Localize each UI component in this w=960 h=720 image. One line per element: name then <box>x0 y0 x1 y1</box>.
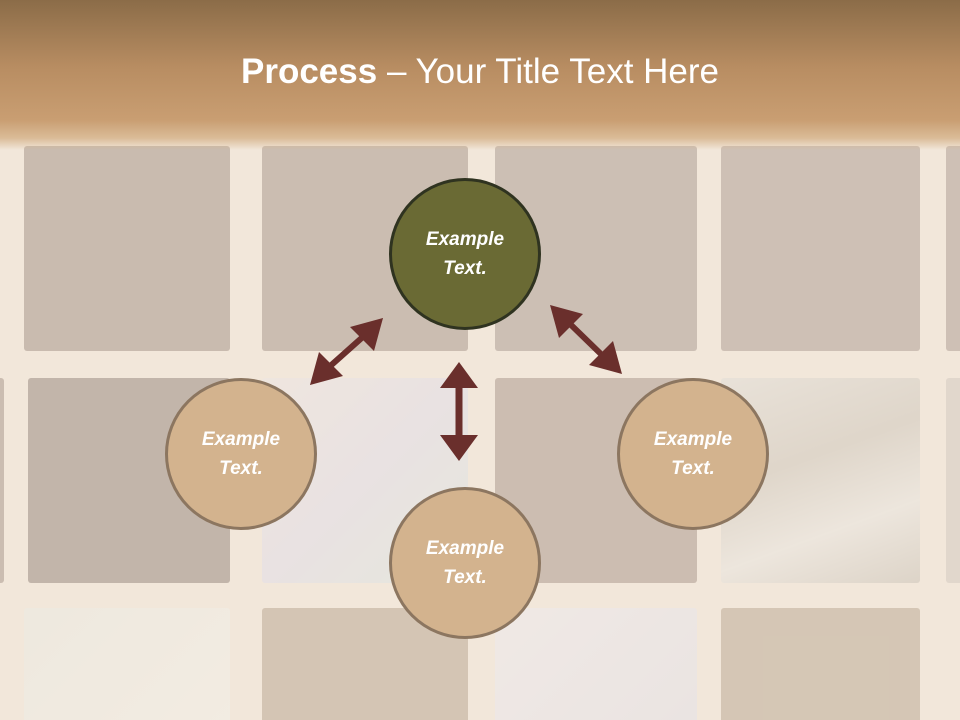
bottom-node: Example Text. <box>389 487 541 639</box>
center-node: Example Text. <box>389 178 541 330</box>
slide-title: Process – Your Title Text Here <box>0 52 960 92</box>
left-node: Example Text. <box>165 378 317 530</box>
left-node-label: Example Text. <box>201 429 281 479</box>
arrow-center-bottom <box>440 362 478 461</box>
title-band <box>0 0 960 150</box>
right-node: Example Text. <box>617 378 769 530</box>
right-node-label: Example Text. <box>653 429 733 479</box>
title-rest: – Your Title Text Here <box>377 52 719 91</box>
arrow-center-left <box>310 318 383 385</box>
center-node-label: Example Text. <box>425 229 505 279</box>
arrow-center-right <box>550 305 622 374</box>
title-bold: Process <box>241 52 378 91</box>
bottom-node-label: Example Text. <box>425 538 505 588</box>
